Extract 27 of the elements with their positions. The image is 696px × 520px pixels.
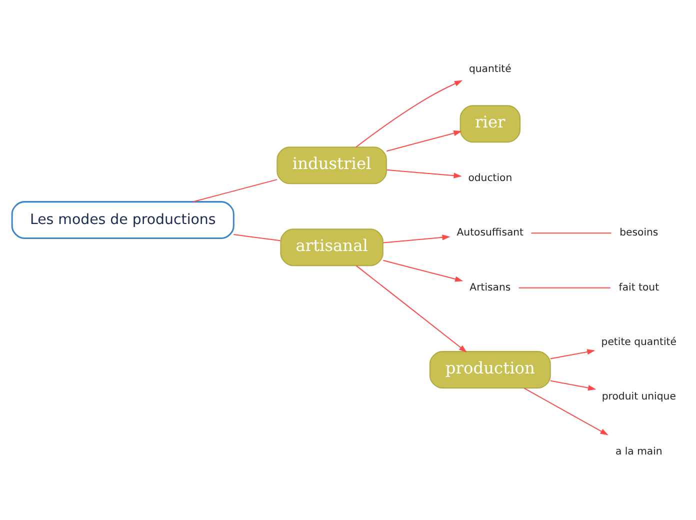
arrow xyxy=(383,234,450,243)
node-text: quantité xyxy=(468,63,512,74)
node-text: Autosuffisant xyxy=(456,227,524,238)
arrow xyxy=(550,380,596,390)
node-text: petite quantité xyxy=(601,336,677,348)
connector xyxy=(518,286,610,288)
arrow xyxy=(356,264,468,352)
node-text: produit unique xyxy=(602,391,676,402)
arrow xyxy=(383,259,464,282)
arrow xyxy=(524,387,608,435)
arrow xyxy=(386,130,462,152)
arrow xyxy=(356,80,463,148)
node-box: production xyxy=(429,350,551,388)
node-box: artisanal xyxy=(280,228,384,266)
node-text: a la main xyxy=(615,446,662,457)
node-box: rier xyxy=(460,104,521,142)
connector xyxy=(234,234,280,241)
node-text: Artisans xyxy=(470,282,511,293)
node-box: industriel xyxy=(276,146,387,184)
arrow xyxy=(386,168,462,178)
arrow xyxy=(550,348,596,359)
connector xyxy=(192,178,278,202)
node-text: oduction xyxy=(468,172,512,184)
node-text: besoins xyxy=(620,227,658,238)
node-box: Les modes de productions xyxy=(11,200,234,238)
node-text: fait tout xyxy=(618,282,660,293)
connector xyxy=(531,232,612,234)
